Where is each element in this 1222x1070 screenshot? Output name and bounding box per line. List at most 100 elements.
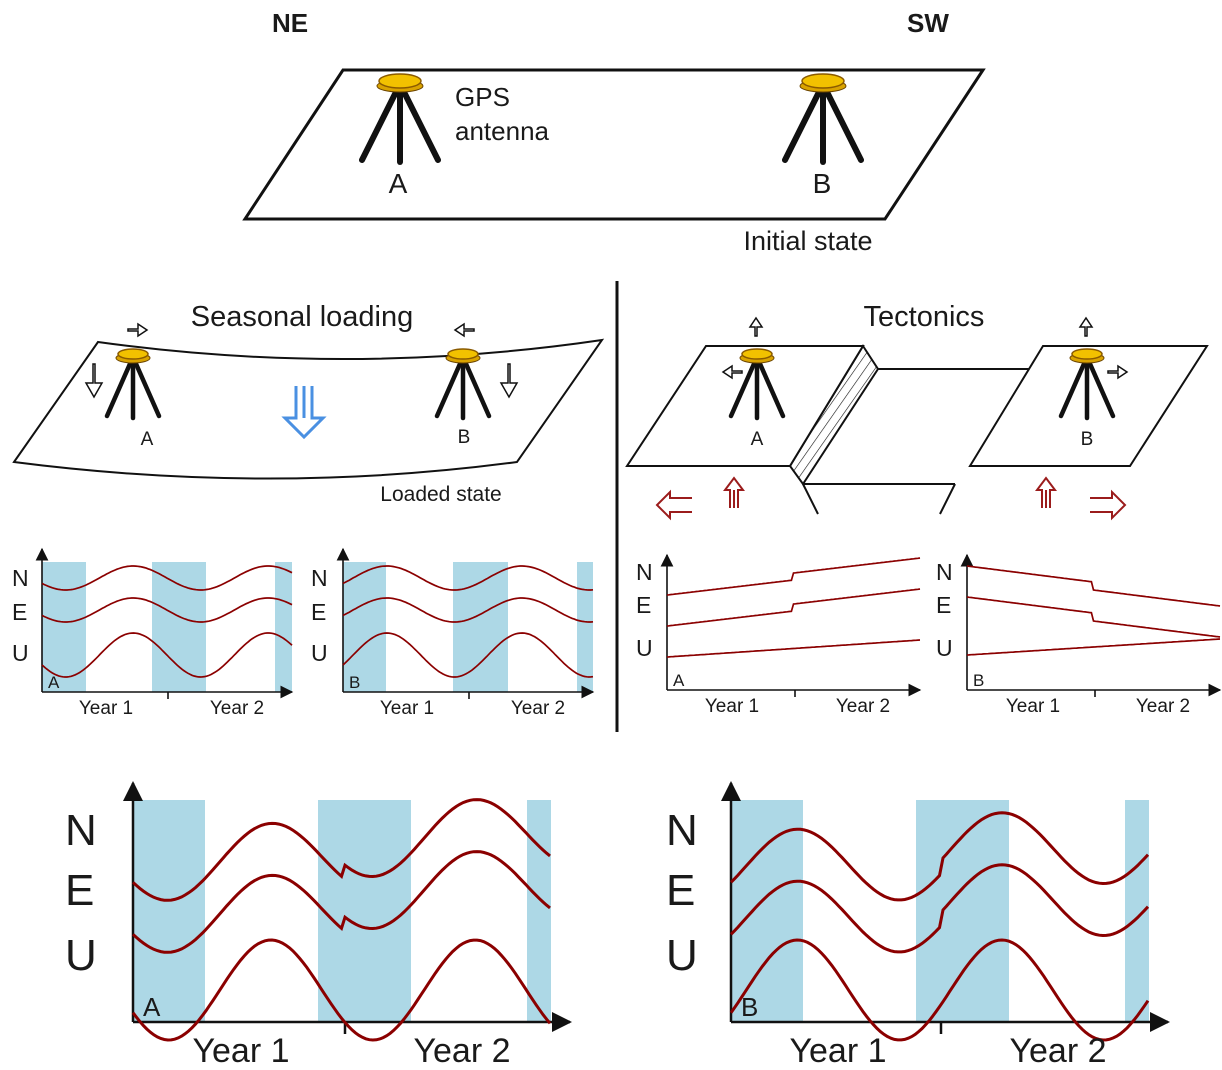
component-label-n: N	[12, 565, 29, 591]
loading-down-arrow-icon	[281, 386, 327, 440]
season-band	[152, 562, 206, 692]
arrow-down-icon	[84, 363, 104, 399]
fault-line-left	[802, 483, 819, 515]
series-line-u	[131, 938, 552, 1042]
x-tick-label-year-1: Year 1	[192, 1032, 289, 1070]
series-line-n	[966, 565, 1221, 607]
series-line-n	[131, 798, 551, 902]
season-band	[133, 800, 205, 1022]
x-tick-label-year-1: Year 1	[789, 1032, 886, 1070]
tectonic-station-a-label: A	[751, 429, 764, 450]
arrow-left-icon	[453, 322, 475, 338]
series-line-e	[41, 597, 293, 623]
seasonal-loading-section: Seasonal loading A B Loaded state	[12, 301, 605, 506]
series-line-e	[966, 596, 1221, 638]
series-line-u	[966, 638, 1221, 656]
antenna-a-tectonic-icon	[728, 348, 786, 421]
block-b-uplift-arrow-icon	[1035, 476, 1057, 508]
x-tick-label-year-2: Year 2	[1009, 1032, 1106, 1070]
season-band	[577, 562, 593, 692]
arrow-right-icon	[1107, 364, 1129, 380]
component-label-u: U	[666, 931, 698, 980]
antenna-a-loaded-icon	[104, 348, 162, 421]
loaded-station-b-label: B	[458, 427, 471, 448]
x-tick-label-year-1: Year 1	[705, 696, 759, 717]
gps-label-line1: GPS	[455, 82, 510, 112]
arrow-right-icon	[127, 322, 149, 338]
series-line-e	[666, 588, 921, 627]
seasonal-loading-title: Seasonal loading	[191, 301, 414, 333]
x-tick-label-year-1: Year 1	[1006, 696, 1060, 717]
antenna-b-icon	[782, 73, 864, 165]
season-band	[275, 562, 292, 692]
initial-ground-plane	[242, 68, 986, 221]
panel-label: A	[143, 992, 161, 1022]
component-label-n: N	[936, 559, 953, 585]
arrow-up-icon	[748, 316, 764, 337]
block-a-plane	[625, 345, 865, 467]
component-label-u: U	[636, 635, 653, 661]
x-tick-label-year-2: Year 2	[1136, 696, 1190, 717]
antenna-a-icon	[359, 73, 441, 165]
ne-direction-label: NE	[272, 8, 308, 38]
component-label-u: U	[65, 931, 97, 980]
series-line-n	[41, 565, 293, 591]
component-label-e: E	[12, 599, 27, 625]
block-a-uplift-arrow-icon	[723, 476, 745, 508]
station-b-label: B	[813, 168, 832, 199]
initial-state-section: NE SW GPS antenna A B Initial state	[242, 8, 986, 256]
arrow-down-icon	[499, 363, 519, 399]
component-label-n: N	[636, 559, 653, 585]
station-a-label: A	[389, 168, 408, 199]
gps-label-line2: antenna	[455, 116, 550, 146]
panel-label: B	[349, 673, 360, 692]
arrow-up-icon	[1078, 316, 1094, 337]
series-line-n	[729, 811, 1150, 902]
x-tick-label-year-2: Year 2	[413, 1032, 510, 1070]
panel-label: B	[741, 992, 758, 1022]
component-label-u: U	[936, 635, 953, 661]
x-tick-label-year-2: Year 2	[210, 698, 264, 719]
component-label-n: N	[65, 806, 97, 855]
sw-direction-label: SW	[907, 8, 949, 38]
season-band	[916, 800, 1009, 1022]
x-tick-label-year-2: Year 2	[511, 698, 565, 719]
initial-state-caption: Initial state	[743, 226, 872, 256]
panel-label: B	[973, 671, 984, 690]
tectonics-title: Tectonics	[864, 301, 985, 333]
series-line-e	[342, 597, 594, 623]
component-label-e: E	[311, 599, 326, 625]
component-label-e: E	[636, 592, 651, 618]
x-tick-label-year-2: Year 2	[836, 696, 890, 717]
chart-panel-a-combined: NEU A Year 1 Year 2	[65, 781, 572, 1070]
antenna-b-loaded-icon	[434, 348, 492, 421]
series-line-u	[729, 938, 1150, 1042]
component-label-e: E	[936, 592, 951, 618]
chart-panel-b-tectonics: NEU B Year 1 Year 2	[936, 553, 1222, 717]
season-band	[731, 800, 803, 1022]
x-tick-label-year-1: Year 1	[380, 698, 434, 719]
component-label-n: N	[311, 565, 328, 591]
loaded-station-a-label: A	[141, 429, 154, 450]
component-label-e: E	[666, 866, 695, 915]
series-line-n	[666, 557, 921, 596]
panel-label: A	[48, 673, 60, 692]
block-a-extension-arrow-icon	[655, 489, 692, 521]
series-line-u	[666, 639, 921, 658]
series-line-e	[131, 850, 551, 954]
season-band	[318, 800, 411, 1022]
season-band	[453, 562, 508, 692]
component-label-u: U	[12, 640, 29, 666]
season-band	[343, 562, 386, 692]
component-label-e: E	[65, 866, 94, 915]
series-line-n	[342, 565, 594, 591]
fault-line-right	[939, 483, 956, 515]
loaded-state-caption: Loaded state	[380, 483, 501, 506]
arrow-left-icon	[721, 364, 743, 380]
series-line-e	[729, 863, 1150, 954]
